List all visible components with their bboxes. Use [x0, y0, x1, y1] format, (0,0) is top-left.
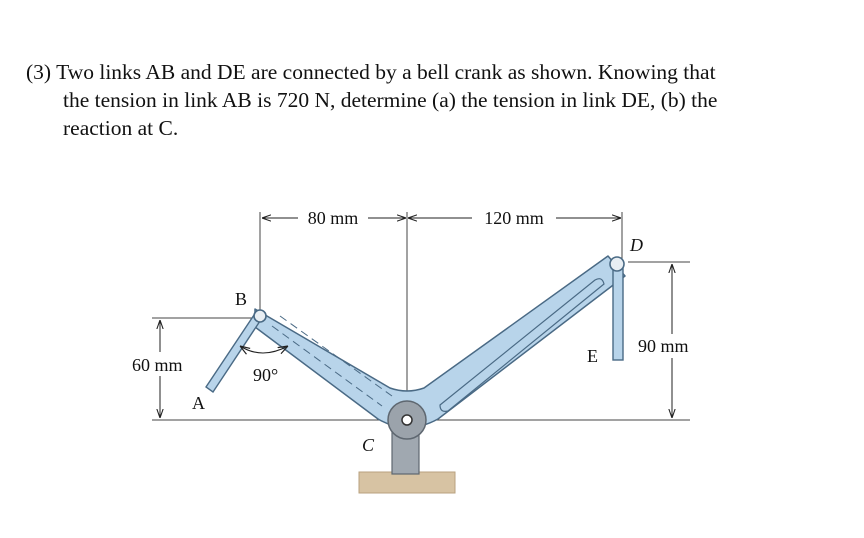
dim-120-label: 120 mm [484, 208, 544, 228]
angle-label: 90° [253, 365, 278, 385]
dim-60-label: 60 mm [132, 355, 183, 375]
left-arm-slot [271, 325, 383, 407]
dim-90-label: 90 mm [638, 336, 689, 356]
right-angle-arc [240, 346, 288, 353]
bell-crank [254, 255, 626, 429]
ground-base [358, 471, 456, 494]
left-arm-slot-2 [279, 315, 393, 397]
label-b: B [235, 289, 247, 309]
label-a: A [192, 393, 205, 413]
dim-80-label: 80 mm [308, 208, 359, 228]
problem-line-1-text: Two links AB and DE are connected by a b… [56, 60, 716, 84]
pin-d [609, 256, 625, 272]
right-arm-slot [439, 278, 605, 412]
problem-line-3: reaction at C. [63, 116, 179, 140]
problem-line-2: the tension in link AB is 720 N, determi… [63, 88, 718, 112]
label-e: E [587, 346, 598, 366]
problem-statement: (3) Two links AB and DE are connected by… [26, 58, 836, 142]
pin-c [401, 414, 413, 426]
link-de [612, 267, 624, 361]
label-c: C [362, 435, 375, 455]
problem-line-1: (3) Two links AB and DE are connected by… [26, 58, 836, 86]
label-d: D [629, 235, 643, 255]
pin-b [253, 309, 267, 323]
problem-number: (3) [26, 60, 52, 84]
